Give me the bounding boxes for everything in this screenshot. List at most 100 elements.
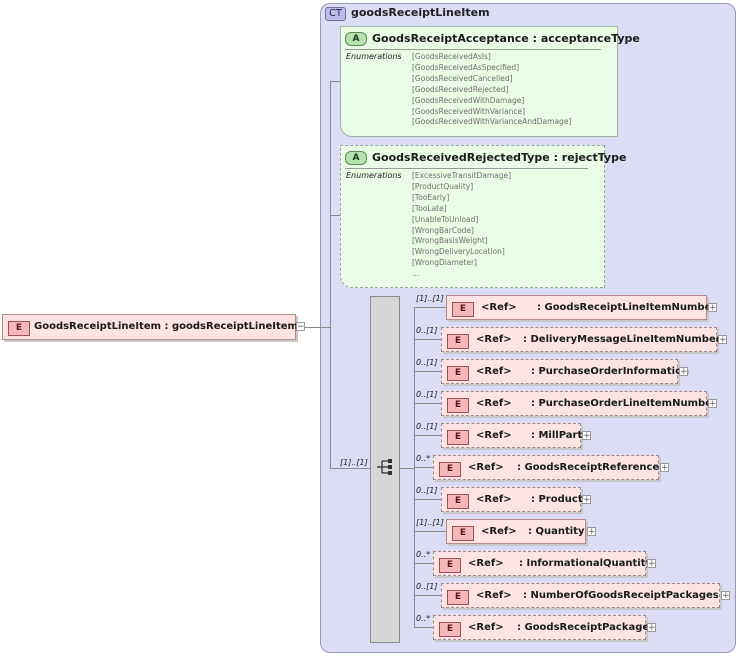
element-box[interactable]: E <Ref> : PurchaseOrderInformation	[441, 359, 689, 384]
element-badge: E	[447, 590, 469, 605]
element-ref: <Ref>	[468, 462, 504, 473]
element-cardinality: 0..[1]	[416, 390, 438, 399]
element-connector	[414, 403, 441, 404]
enum-value: [UnableToUnload]	[412, 214, 479, 224]
enum-value: [GoodsReceivedCancelled]	[412, 73, 513, 83]
element-box[interactable]: E<Ref>: Product	[441, 487, 583, 512]
enumerations-label: Enumerations	[346, 171, 402, 180]
element-ref: <Ref>	[476, 334, 512, 345]
element-name: : GoodsReceiptReference	[517, 462, 660, 473]
attribute-name: GoodsReceiptAcceptance	[372, 32, 529, 45]
element-cardinality: 0..*	[416, 454, 431, 463]
expand-toggle[interactable]: +	[708, 399, 717, 409]
expand-toggle[interactable]: +	[679, 367, 688, 377]
expand-toggle[interactable]: +	[647, 623, 656, 633]
enum-value: [TooLate]	[412, 203, 447, 213]
element-name: : InformationalQuantity	[519, 558, 653, 569]
element-connector	[414, 371, 441, 372]
expand-toggle[interactable]: +	[721, 591, 730, 601]
expand-toggle[interactable]: +	[660, 463, 669, 473]
element-cardinality: [1]..[1]	[416, 518, 444, 527]
enum-value: [WrongBasisWeight]	[412, 236, 488, 246]
attribute-badge: A	[345, 151, 367, 165]
element-badge: E	[447, 334, 469, 349]
element-ref: <Ref>	[468, 558, 504, 569]
collapse-toggle[interactable]: −	[296, 322, 305, 332]
attribute-badge: A	[345, 32, 367, 46]
element-box[interactable]: E<Ref>: GoodsReceiptPackage	[433, 615, 649, 640]
sequence-cardinality: [1]..[1]	[340, 458, 368, 467]
element-badge: E	[447, 494, 469, 509]
root-element[interactable]: E GoodsReceiptLineItem : goodsReceiptLin…	[2, 314, 298, 340]
enumeration-list: [ExcessiveTransitDamage] [ProductQuality…	[412, 171, 511, 280]
divider	[345, 168, 588, 169]
element-ref: <Ref>	[481, 302, 517, 313]
element-connector	[414, 339, 441, 340]
element-connector	[414, 531, 446, 532]
element-cardinality: 0..*	[416, 614, 431, 623]
expand-toggle[interactable]: +	[582, 431, 591, 441]
element-box[interactable]: E <Ref> : GoodsReceiptReference	[433, 455, 659, 480]
element-badge: E	[8, 321, 30, 336]
enumerations-label: Enumerations	[346, 52, 402, 61]
element-cardinality: 0..[1]	[416, 422, 438, 431]
sequence-out-connector	[400, 468, 414, 469]
element-cardinality: 0..[1]	[416, 326, 438, 335]
enum-value: [GoodsReceivedWithVarianceAndDamage]	[412, 117, 572, 127]
root-connector	[296, 327, 330, 328]
element-badge: E	[439, 462, 461, 477]
expand-toggle[interactable]: +	[718, 335, 727, 345]
enum-value: [WrongBarCode]	[412, 225, 474, 235]
element-badge: E	[447, 398, 469, 413]
element-cardinality: [1]..[1]	[416, 294, 444, 303]
element-ref: <Ref>	[476, 366, 512, 377]
attribute-type: : rejectType	[553, 151, 627, 164]
enum-value: [GoodsReceivedRejected]	[412, 84, 509, 94]
enum-value: [TooEarly]	[412, 192, 450, 202]
sequence-icon	[377, 459, 392, 475]
element-badge: E	[439, 558, 461, 573]
element-connector	[414, 499, 441, 500]
element-box[interactable]: E<Ref>: Quantity	[446, 519, 586, 544]
element-box[interactable]: E <Ref> : InformationalQuantity	[433, 551, 652, 576]
element-connector	[414, 595, 441, 596]
element-connector	[414, 563, 433, 564]
complex-type-title: goodsReceiptLineItem	[351, 6, 490, 19]
element-box[interactable]: E <Ref> : NumberOfGoodsReceiptPackages	[441, 583, 720, 608]
element-connector	[414, 307, 446, 308]
enum-value: [WrongDeliveryLocation]	[412, 247, 505, 257]
expand-toggle[interactable]: +	[587, 527, 596, 537]
element-box[interactable]: E<Ref>: DeliveryMessageLineItemNumber	[441, 327, 721, 352]
element-ref: <Ref>	[476, 494, 512, 505]
enum-value: [ProductQuality]	[412, 181, 474, 191]
element-box[interactable]: E<Ref>: MillParty	[441, 423, 589, 448]
expand-toggle[interactable]: +	[582, 495, 591, 505]
expand-toggle[interactable]: +	[708, 303, 717, 313]
element-connector	[414, 467, 433, 468]
element-ref: <Ref>	[476, 590, 512, 601]
element-ref: <Ref>	[476, 398, 512, 409]
element-connector	[414, 627, 433, 628]
element-cardinality: 0..[1]	[416, 358, 438, 367]
divider	[345, 49, 601, 50]
element-name: : MillParty	[531, 430, 589, 441]
element-name: : NumberOfGoodsReceiptPackages	[523, 590, 719, 601]
sequence-compositor[interactable]	[370, 296, 400, 643]
attr2-connector	[330, 215, 340, 216]
element-cardinality: 0..[1]	[416, 582, 438, 591]
element-box[interactable]: E <Ref> : PurchaseOrderLineItemNumber	[441, 391, 717, 416]
enum-value: [GoodsReceivedAsSpecified]	[412, 62, 520, 72]
element-badge: E	[447, 366, 469, 381]
attribute-name: GoodsReceivedRejectedType	[372, 151, 550, 164]
expand-toggle[interactable]: +	[647, 559, 656, 569]
element-badge: E	[439, 622, 461, 637]
attr1-connector	[330, 81, 340, 82]
enum-value: [GoodsReceivedWithVariance]	[412, 106, 526, 116]
element-box[interactable]: E<Ref>: GoodsReceiptLineItemNumber	[446, 295, 716, 320]
element-name: : Quantity	[528, 526, 585, 537]
element-name: : PurchaseOrderInformation	[531, 366, 690, 377]
enum-value: [WrongDiameter]	[412, 258, 477, 268]
element-name: : PurchaseOrderLineItemNumber	[531, 398, 717, 409]
